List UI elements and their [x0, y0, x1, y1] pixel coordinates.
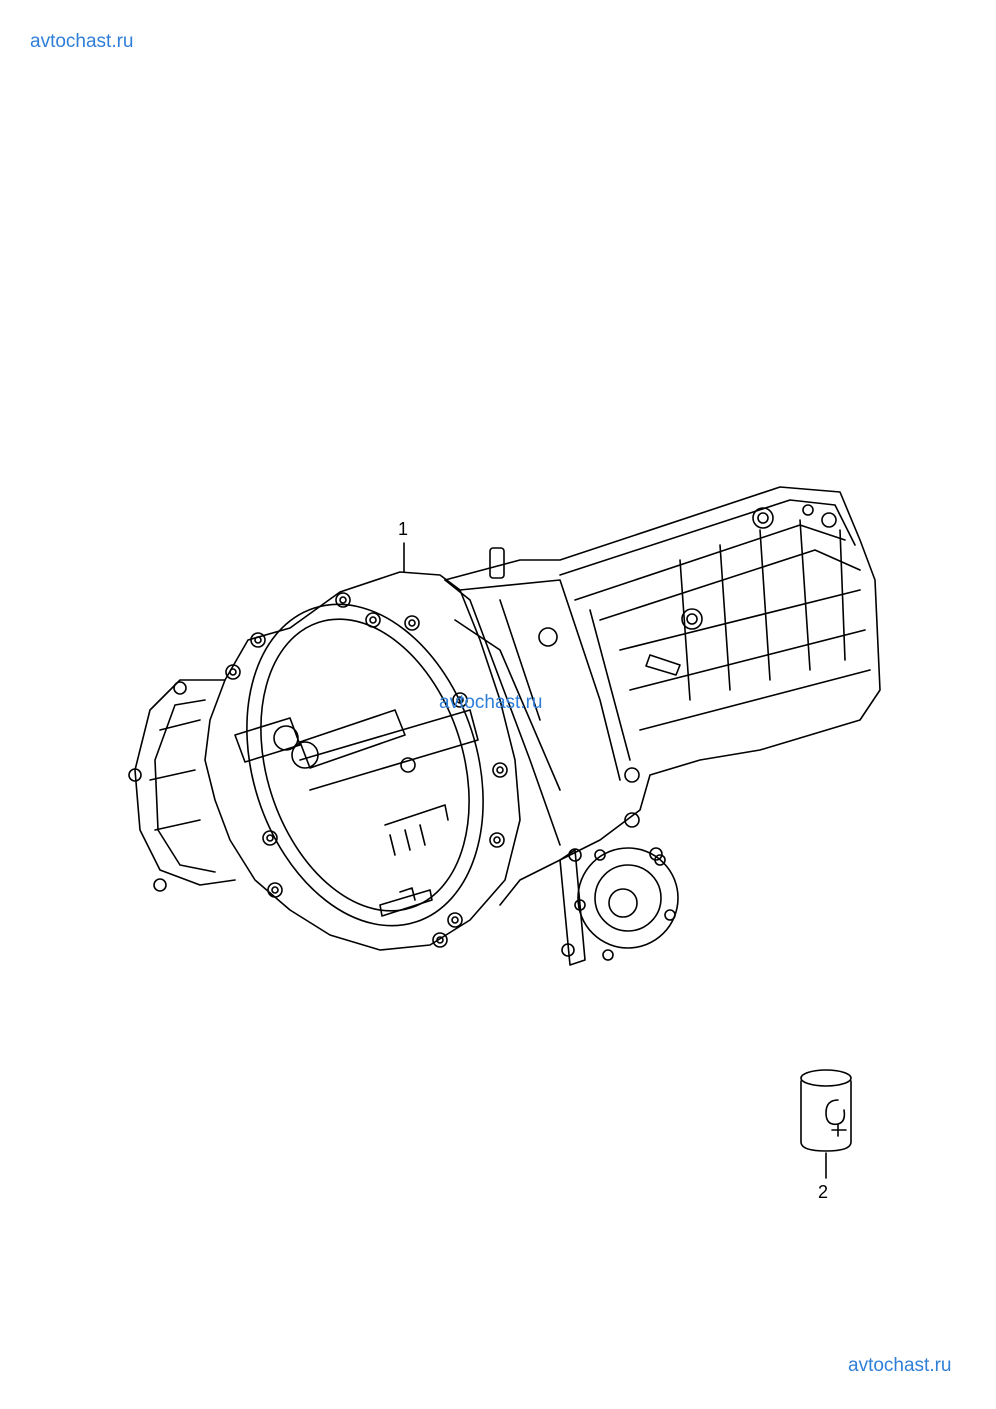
callout-label-2: 2	[818, 1182, 829, 1202]
transmission-assembly-icon	[128, 486, 881, 966]
watermark-center: avtochast.ru	[439, 692, 543, 713]
oil-canister-icon	[800, 1069, 852, 1152]
callout-label-1: 1	[398, 519, 409, 539]
watermark-bottom-right: avtochast.ru	[848, 1355, 952, 1376]
watermark-top-left: avtochast.ru	[30, 31, 134, 52]
